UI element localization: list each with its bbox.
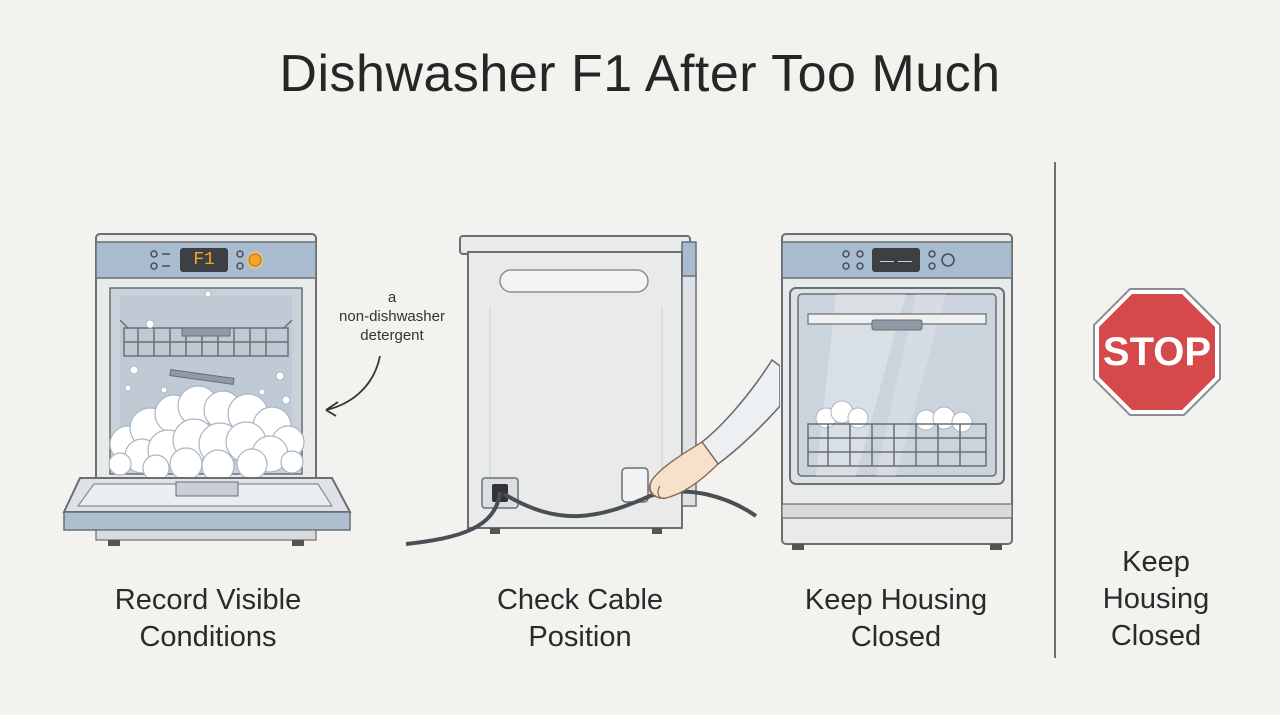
step-caption-stop: Keep Housing Closed [1102, 546, 1210, 652]
dishwasher-back-cable-illustration [405, 235, 780, 546]
stop-sign-icon [1093, 288, 1221, 416]
dishwasher-foam-illustration [62, 233, 352, 546]
display-readout-f1: F1 [193, 250, 215, 270]
detergent-note: a non-dishwasher detergent [339, 289, 445, 344]
step-caption-record: Record Visible Conditions [114, 584, 302, 653]
dishwasher-closed-illustration [781, 233, 1013, 550]
section-divider [1054, 162, 1056, 658]
stop-sign-label: STOP [1102, 330, 1212, 374]
step-caption-cable: Check Cable Position [496, 584, 664, 653]
page-title: Dishwasher F1 After Too Much [279, 45, 1001, 103]
display-readout-blank: — — [880, 252, 912, 268]
step-caption-housing: Keep Housing Closed [804, 584, 988, 653]
annotation-arrow [325, 355, 381, 417]
